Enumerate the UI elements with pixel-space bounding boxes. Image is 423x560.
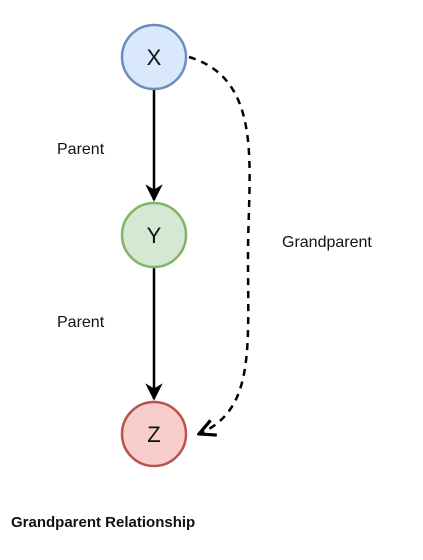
- edge-label-grandparent: Grandparent: [282, 234, 372, 251]
- node-y-label: Y: [147, 223, 162, 248]
- node-x: X: [120, 23, 188, 91]
- edge-x-to-z-grandparent: [188, 55, 251, 434]
- node-y-circle: [120, 201, 188, 269]
- node-x-label: X: [147, 45, 162, 70]
- diagram-caption: Grandparent Relationship: [11, 514, 195, 531]
- node-z: Z: [120, 400, 188, 468]
- node-z-circle: [120, 400, 188, 468]
- edge-label-x-to-y: Parent: [57, 141, 105, 158]
- edge-label-y-to-z: Parent: [57, 314, 105, 331]
- node-z-label: Z: [147, 422, 160, 447]
- node-y: Y: [120, 201, 188, 269]
- node-x-circle: [120, 23, 188, 91]
